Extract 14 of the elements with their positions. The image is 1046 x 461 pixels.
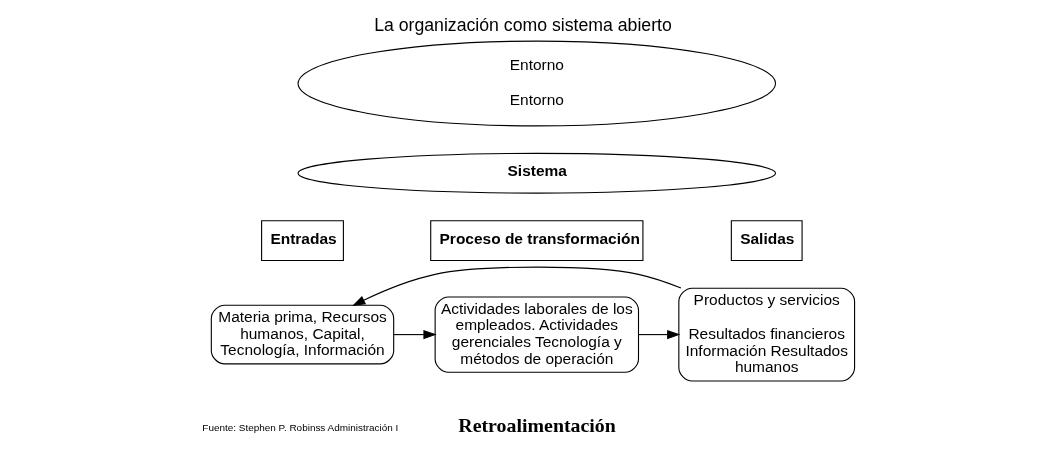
caption: Retroalimentación: [458, 414, 616, 437]
node-box: Materia prima, Recursos humanos, Capital, Tecnología, Información: [210, 304, 395, 365]
node-box: Proceso de transformación: [430, 220, 644, 262]
node-ellipse: Sistema: [297, 152, 777, 194]
arrow: [638, 329, 681, 340]
diagram-title: La organización como sistema abierto: [374, 15, 672, 36]
arrow: [393, 329, 437, 340]
node-ellipse: Entorno Entorno: [297, 40, 777, 127]
node-box: Salidas: [730, 220, 803, 262]
node-box: Entradas: [261, 220, 344, 262]
arrow: [352, 266, 682, 306]
node-box: Actividades laborales de los empleados. Actividades gerenciales Tecnología y métodos de operación: [434, 296, 640, 373]
label: Fuente: Stephen P. Robinss Administración I: [202, 421, 399, 433]
node-box: Productos y servicios Resultados financieros Información Resultados humanos: [678, 287, 856, 382]
